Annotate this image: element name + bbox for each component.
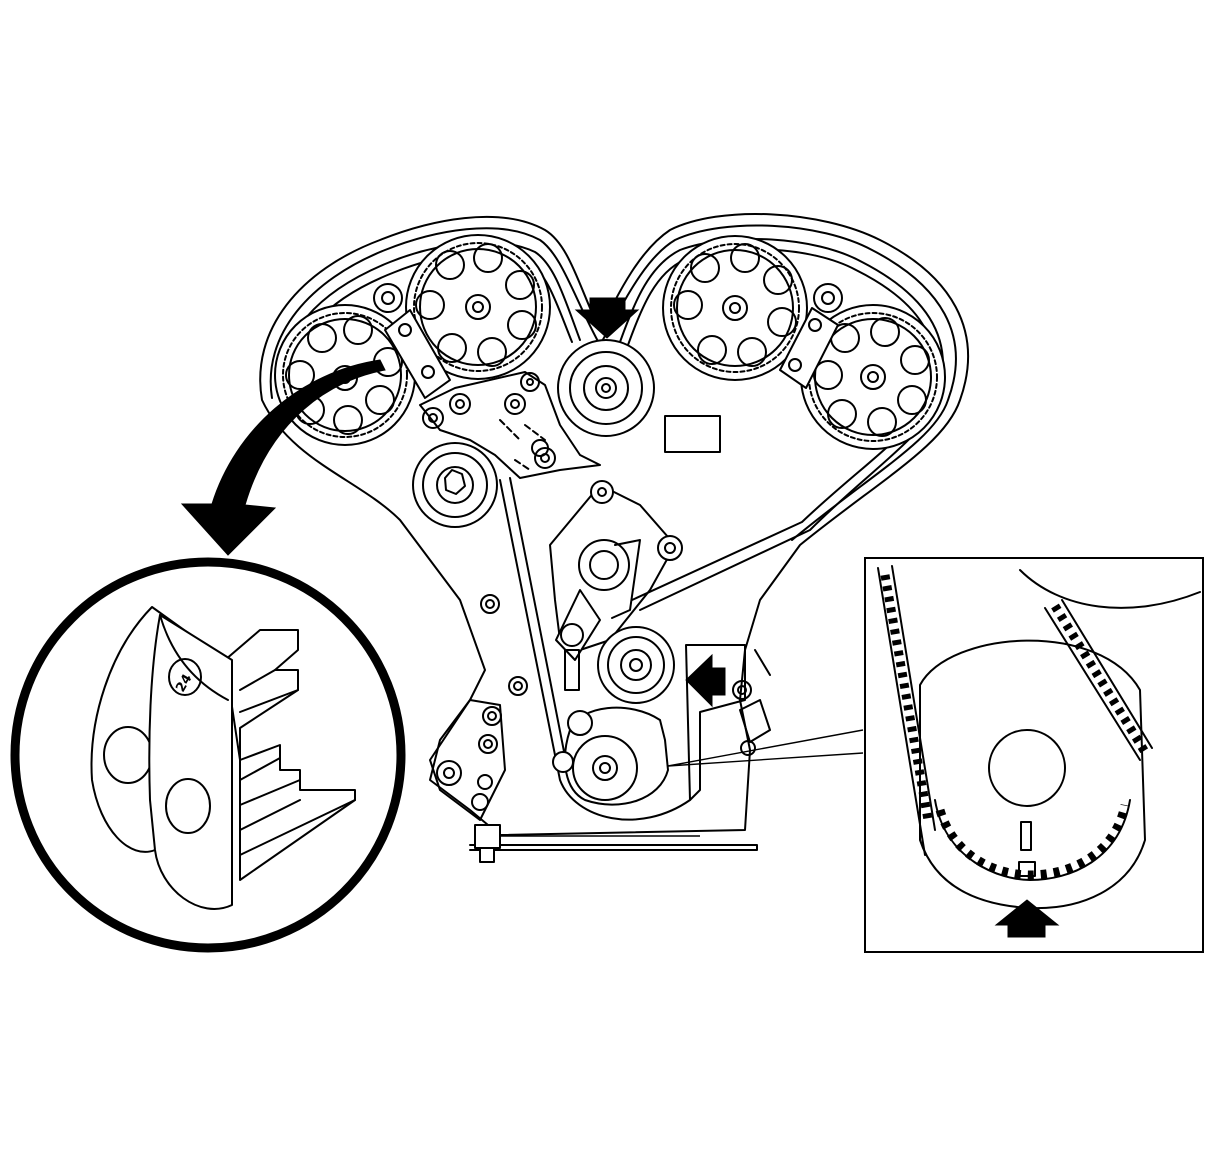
callout-curved-arrow [180, 359, 386, 556]
label-plate [664, 415, 721, 453]
guide-bracket [739, 699, 771, 743]
small-idler-right [813, 283, 843, 313]
belt-tensioner-assembly [549, 480, 683, 691]
cam-locking-bracket-left [384, 309, 451, 399]
small-idler-left [373, 283, 403, 313]
top-tensioner-pulley [557, 339, 655, 437]
camshaft-sprocket-left-inner [405, 234, 551, 380]
camshaft-sprocket-right-outer [800, 304, 946, 450]
idler-arrow [685, 653, 726, 708]
callout-leader [667, 729, 864, 767]
timing-cover-outline [259, 213, 969, 836]
oil-pan-rail [469, 824, 758, 863]
lower-housing [429, 699, 506, 821]
crank-mark-arrow [994, 899, 1060, 938]
crank-timing-mark-detail [864, 557, 1204, 953]
camshaft-sprocket-right-inner [662, 235, 808, 381]
top-tensioner-arrow [574, 297, 640, 339]
cam-locking-tool-detail: 24 [10, 557, 406, 953]
crankshaft-sprocket [552, 706, 669, 806]
center-bracket [419, 371, 601, 479]
belt-guide-rail [685, 644, 746, 801]
cam-locking-bracket-right [779, 307, 839, 389]
water-pump-pulley [412, 442, 498, 528]
lower-idler-pulley [597, 626, 675, 704]
